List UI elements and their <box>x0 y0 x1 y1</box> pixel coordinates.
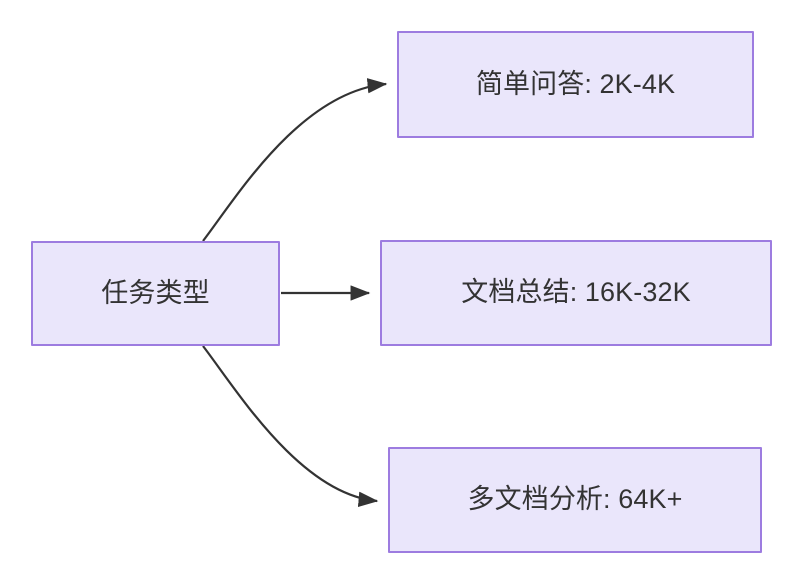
node-label: 简单问答: 2K-4K <box>475 68 676 99</box>
node-label: 文档总结: 16K-32K <box>461 277 691 308</box>
node-multi-doc[interactable]: 多文档分析: 64K+ <box>388 447 762 553</box>
edge-root-to-multi-doc <box>202 345 379 507</box>
node-label: 多文档分析: 64K+ <box>467 484 683 515</box>
node-simple-qa[interactable]: 简单问答: 2K-4K <box>397 31 754 138</box>
edge-root-to-simple-qa <box>202 78 388 242</box>
node-label: 任务类型 <box>101 277 210 308</box>
node-doc-summary[interactable]: 文档总结: 16K-32K <box>380 240 772 346</box>
node-task-type[interactable]: 任务类型 <box>31 241 280 346</box>
